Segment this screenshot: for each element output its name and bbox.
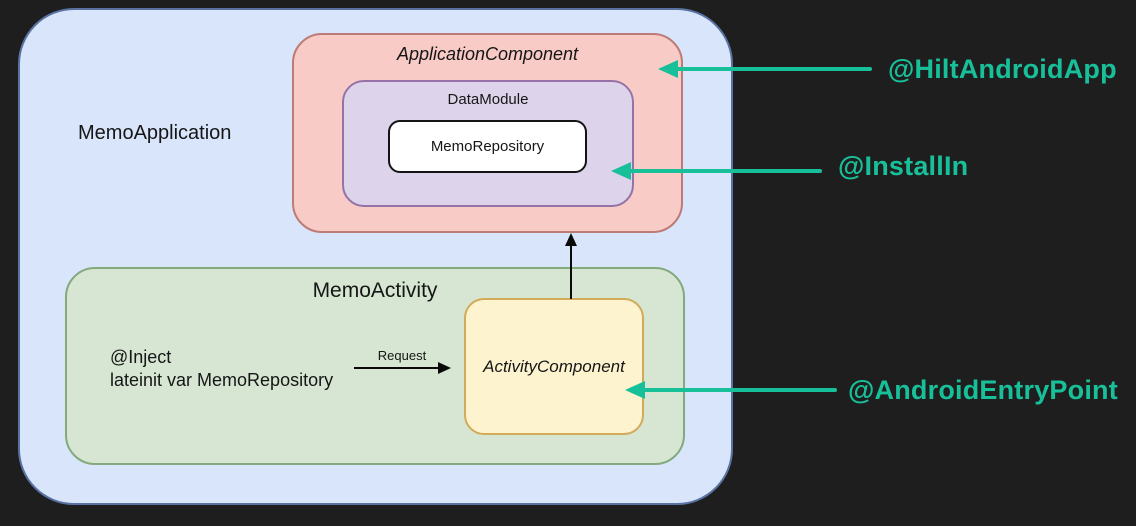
- hilt-android-app-annotation: @HiltAndroidApp: [888, 54, 1117, 84]
- data-module-box: DataModule MemoRepository: [342, 80, 634, 207]
- request-arrow-line: [354, 367, 438, 369]
- component-link-arrow-line: [570, 246, 572, 299]
- data-module-label: DataModule: [447, 91, 529, 108]
- memo-application-label: MemoApplication: [78, 122, 232, 144]
- android-entry-point-arrowhead-icon: [625, 381, 645, 399]
- install-in-annotation: @InstallIn: [838, 151, 969, 181]
- component-link-arrowhead-icon: [565, 233, 577, 246]
- android-entry-point-annotation: @AndroidEntryPoint: [848, 375, 1118, 405]
- inject-declaration-line: lateinit var MemoRepository: [110, 370, 334, 390]
- install-in-arrow-line: [629, 169, 822, 173]
- inject-code-text: @Inject lateinit var MemoRepository: [110, 346, 333, 392]
- application-component-box: ApplicationComponent DataModule MemoRepo…: [292, 33, 683, 233]
- install-in-arrowhead-icon: [611, 162, 631, 180]
- request-arrowhead-icon: [438, 362, 451, 374]
- memo-activity-label: MemoActivity: [312, 279, 438, 302]
- android-entry-point-arrow-line: [643, 388, 837, 392]
- hilt-android-app-arrowhead-icon: [658, 60, 678, 78]
- memo-repository-label: MemoRepository: [430, 138, 545, 155]
- memo-activity-box: MemoActivity @Inject lateinit var MemoRe…: [65, 267, 685, 465]
- memo-repository-box: MemoRepository: [388, 120, 587, 173]
- inject-annotation-line: @Inject: [110, 347, 172, 367]
- application-component-label: ApplicationComponent: [396, 44, 579, 64]
- memo-application-box: MemoApplication ApplicationComponent Dat…: [18, 8, 733, 505]
- activity-component-label: ActivityComponent: [483, 356, 625, 376]
- request-arrow-label: Request: [377, 348, 427, 363]
- activity-component-box: ActivityComponent: [464, 298, 644, 435]
- hilt-android-app-arrow-line: [676, 67, 872, 71]
